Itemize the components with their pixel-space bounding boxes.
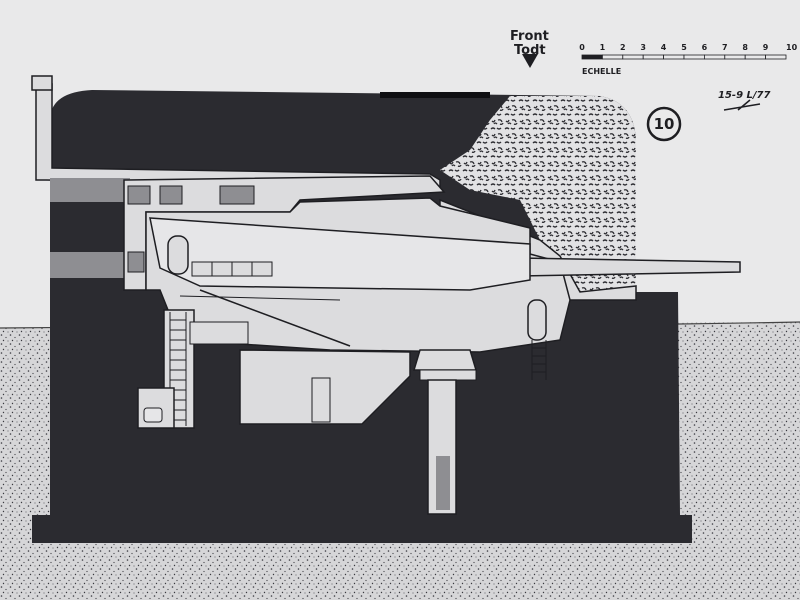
chamber-window-1 — [127, 185, 151, 205]
scale-tick-label: 7 — [722, 43, 728, 52]
cradle-diagonal — [199, 289, 351, 347]
scale-tick-label: 0 — [579, 43, 585, 52]
ladder-left — [169, 312, 187, 426]
ammo-shelf — [311, 377, 331, 423]
scale-tick-label: 3 — [640, 43, 646, 52]
gun-designation-mark — [723, 99, 761, 111]
chamber-window-4 — [127, 251, 145, 273]
scale-tick-label: 8 — [742, 43, 748, 52]
pivot-base — [419, 369, 477, 381]
scale-label: ECHELLE — [582, 67, 621, 76]
scale-tick-label: 4 — [661, 43, 667, 52]
scale-segment — [724, 54, 746, 60]
scale-segment — [704, 54, 726, 60]
left-band-upper — [50, 178, 130, 202]
lift-lane — [189, 321, 249, 345]
front-label-line1: Front — [510, 29, 549, 44]
scale-tick-label: 2 — [620, 43, 626, 52]
left-band-lower — [50, 252, 130, 278]
chamber-window-3 — [219, 185, 255, 205]
scale-segment — [663, 54, 685, 60]
cradle-diagonal-2 — [179, 295, 341, 301]
gun-barrel — [519, 257, 741, 277]
scale-tick-label: 9 — [763, 43, 769, 52]
pump-unit — [143, 407, 163, 423]
roof-strip — [380, 92, 490, 98]
tank-right — [527, 299, 547, 341]
scale-segment — [765, 54, 787, 60]
plate-number-circle — [646, 106, 682, 142]
scale-segment — [744, 54, 767, 60]
gun-pivot — [412, 349, 478, 371]
scale-bar: 0 1 2 3 4 5 6 7 8 9 10 m — [579, 43, 800, 60]
rubble-fill — [440, 96, 636, 292]
scale-tick-label: 6 — [702, 43, 708, 52]
scale-segment — [602, 54, 624, 60]
shaft-inner — [436, 456, 450, 510]
scale-tick-label: 5 — [681, 43, 687, 52]
front-label-line2: Todt — [514, 43, 546, 58]
scale-tick-label: 10 m — [786, 43, 800, 52]
tank-left — [167, 235, 189, 275]
scale-segment — [581, 54, 603, 60]
ladder-right — [531, 340, 547, 380]
duct-vent-head — [31, 75, 53, 91]
scale-segment — [683, 54, 705, 60]
front-arrow — [522, 54, 538, 68]
gun-designation: 15-9 L/77 — [718, 90, 770, 101]
scale-tick-label: 1 — [600, 43, 606, 52]
plate-number: 10 — [654, 115, 675, 133]
scale-segment — [642, 54, 665, 60]
chamber-window-2 — [159, 185, 183, 205]
foundation-slab — [32, 515, 692, 543]
scale-segment — [622, 54, 644, 60]
